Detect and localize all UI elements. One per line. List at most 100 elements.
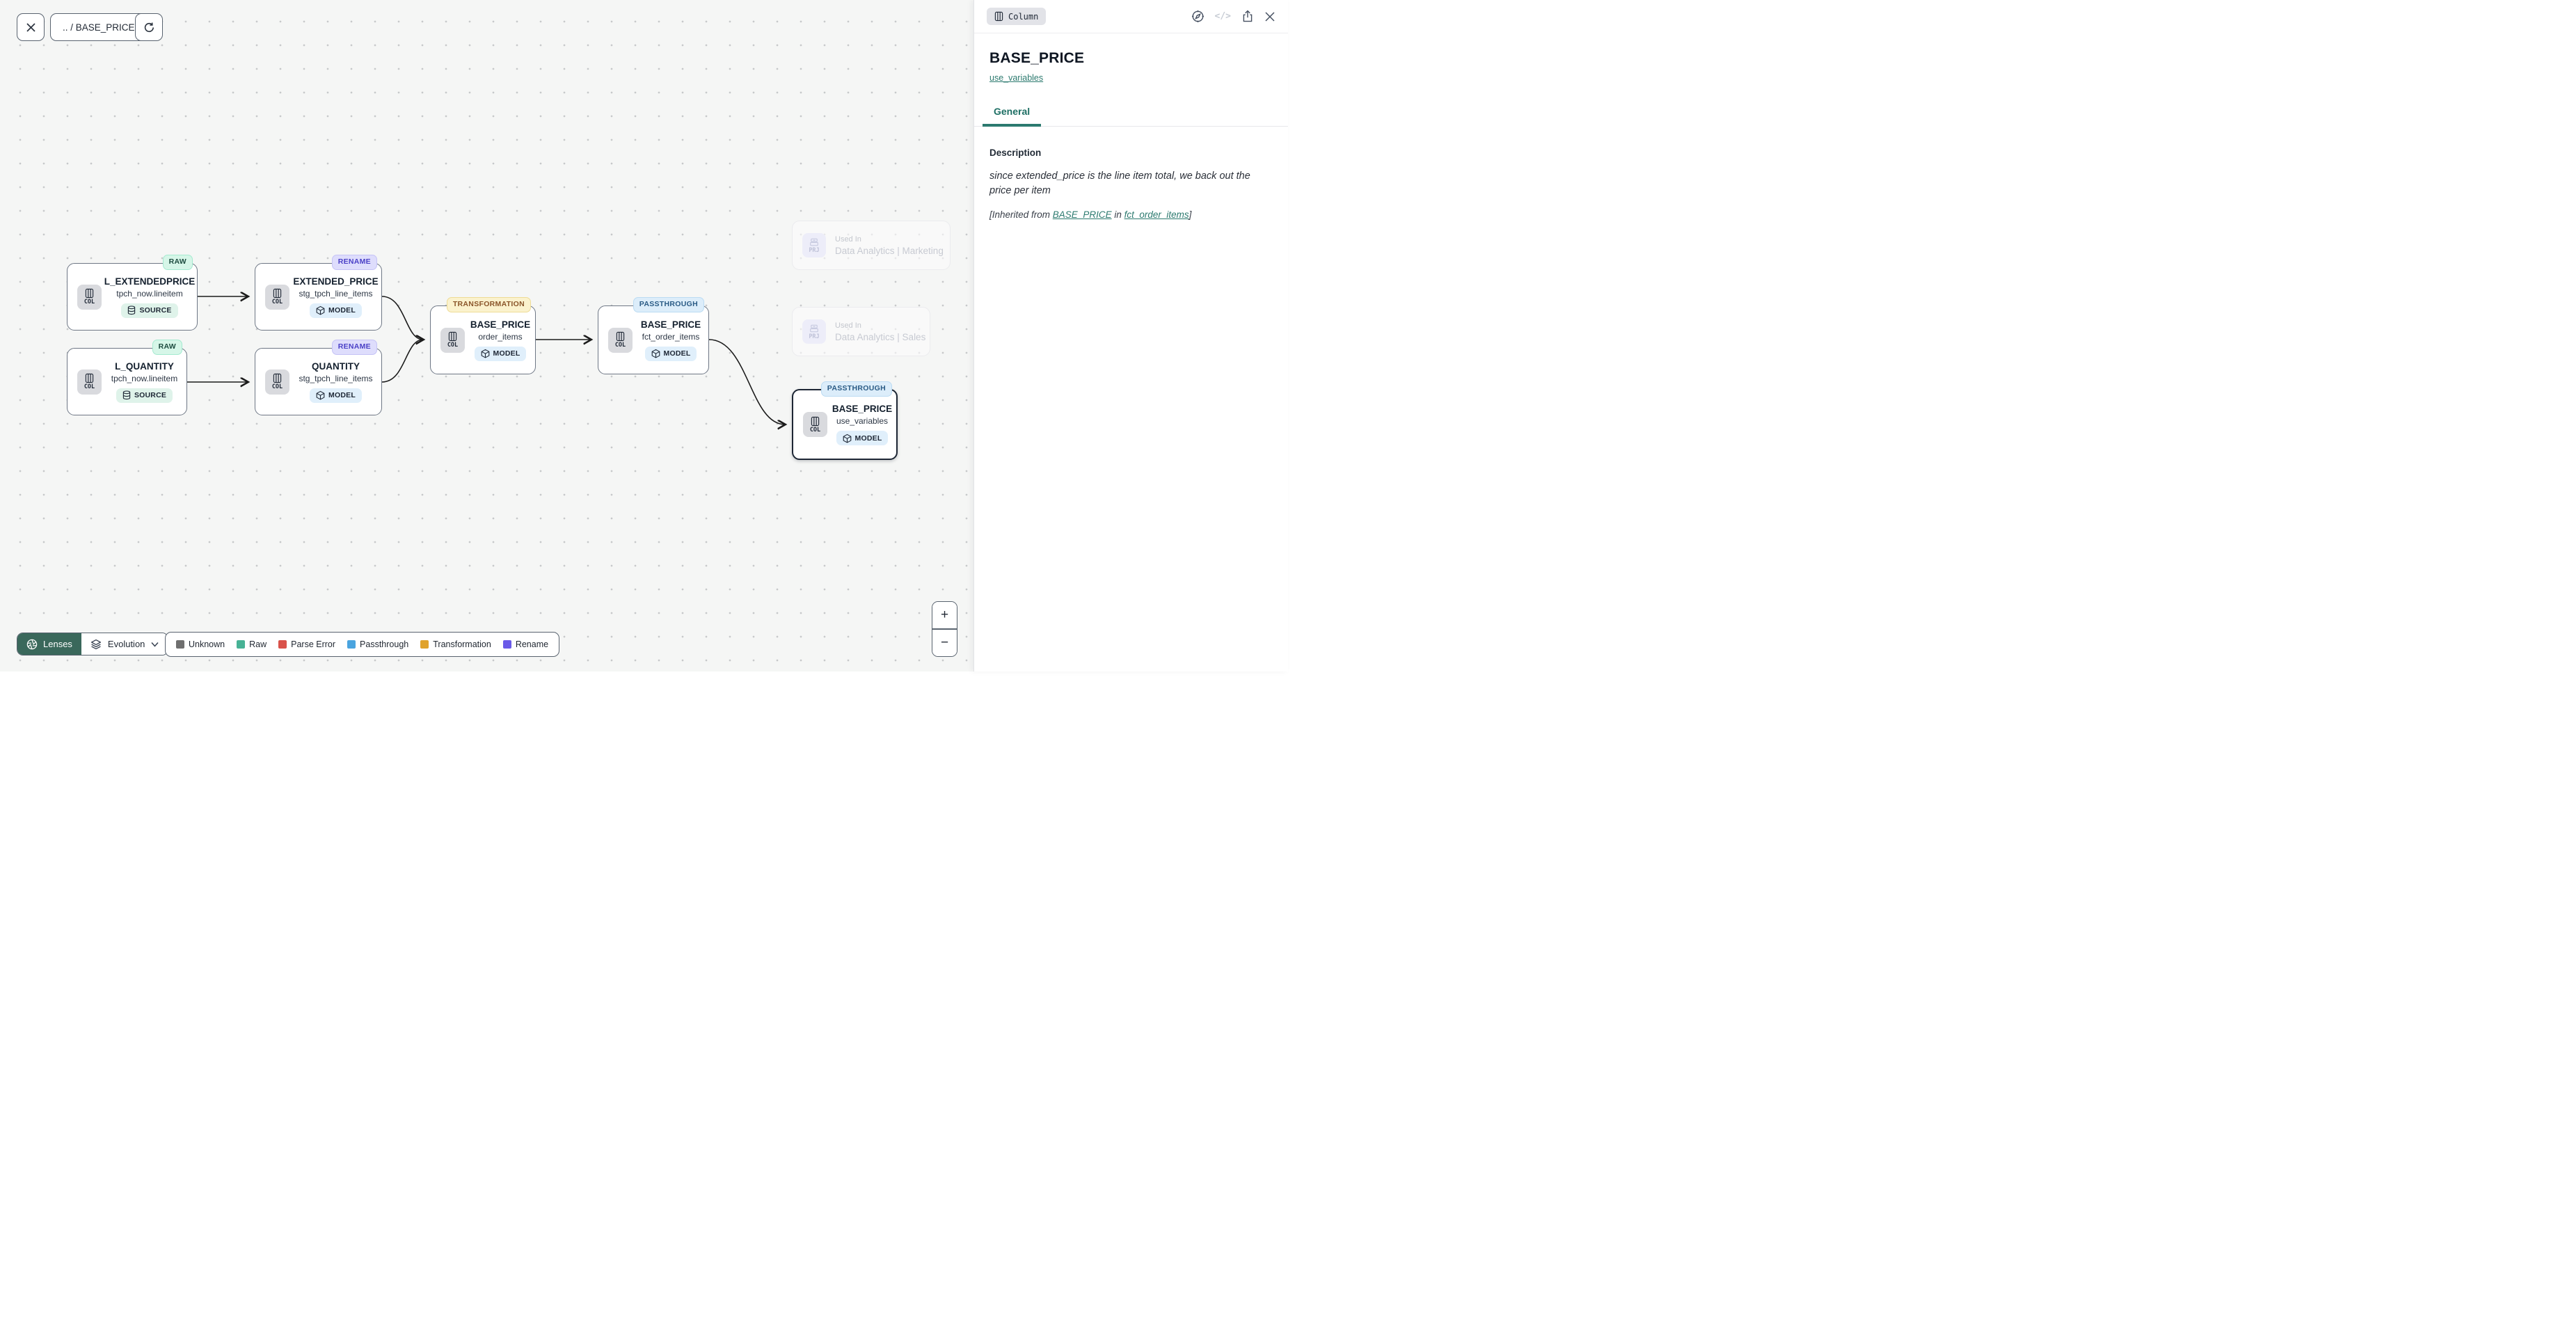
column-icon (994, 11, 1003, 22)
node-title: QUANTITY (312, 360, 360, 372)
node-subtitle: stg_tpch_line_items (299, 373, 373, 383)
column-type-icon: COL (265, 369, 289, 395)
lenses-control: Lenses Evolution (17, 633, 169, 655)
model-chip: MODEL (310, 303, 362, 318)
description-text: since extended_price is the line item to… (989, 170, 1250, 197)
legend-swatch (347, 640, 356, 649)
page-title: BASE_PRICE (989, 50, 1085, 66)
lens-badge: TRANSFORMATION (446, 297, 531, 312)
legend-label: Rename (515, 639, 549, 649)
details-panel-header: Column </> (974, 0, 1288, 33)
share-button[interactable] (1241, 10, 1254, 23)
cube-icon (651, 349, 660, 358)
inherited-suffix: ] (1188, 209, 1192, 221)
chip-label: MODEL (493, 349, 520, 358)
database-icon (122, 390, 131, 400)
cube-icon (316, 390, 325, 400)
node-subtitle: tpch_now.lineitem (111, 373, 178, 383)
lens-badge: PASSTHROUGH (633, 297, 704, 312)
ghost-title: Data Analytics | Sales (835, 331, 926, 342)
lens-selector[interactable]: Evolution (81, 633, 168, 655)
column-icon (448, 332, 457, 342)
share-icon (1243, 10, 1253, 22)
cube-icon (316, 305, 325, 315)
chevron-down-icon (151, 642, 159, 647)
zoom-in-button[interactable]: + (932, 602, 957, 628)
refresh-button[interactable] (135, 13, 163, 41)
close-lineage-button[interactable] (17, 13, 45, 41)
project-type-icon: PRJ (802, 319, 826, 344)
entity-type-label: Column (1008, 11, 1039, 22)
source-chip: SOURCE (116, 388, 173, 403)
source-chip: SOURCE (121, 303, 178, 318)
cube-icon (481, 349, 489, 358)
layers-icon (90, 639, 101, 649)
compass-icon (1191, 10, 1204, 22)
model-chip: MODEL (644, 346, 697, 361)
node-subtitle: use_variables (836, 416, 889, 426)
inherited-prefix: [Inherited from (989, 209, 1053, 221)
chip-label: MODEL (328, 391, 356, 399)
ghost-used-in-label: Used In (835, 321, 861, 330)
model-chip: MODEL (310, 388, 362, 403)
breadcrumb[interactable]: .. / BASE_PRICE (50, 13, 148, 41)
legend-item-passthrough: Passthrough (347, 639, 408, 649)
close-panel-button[interactable] (1264, 11, 1275, 22)
code-icon[interactable]: </> (1214, 11, 1231, 22)
column-type-icon: COL (440, 327, 465, 353)
tab-general[interactable]: General (983, 100, 1042, 127)
legend-item-rename: Rename (502, 639, 549, 649)
inherited-column-link[interactable]: BASE_PRICE (1052, 209, 1112, 221)
legend-item-parse-error: Parse Error (278, 639, 335, 649)
column-type-icon: COL (608, 327, 633, 353)
close-icon (1265, 11, 1275, 22)
node-title: EXTENDED_PRICE (293, 276, 379, 287)
project-icon (810, 324, 818, 332)
node-subtitle: fct_order_items (642, 331, 700, 342)
inherited-note: [Inherited from BASE_PRICE in fct_order_… (989, 209, 1273, 220)
chip-label: MODEL (663, 349, 691, 358)
column-icon (273, 374, 282, 383)
node-title: L_QUANTITY (115, 360, 174, 372)
entity-type-badge: Column (987, 8, 1047, 25)
legend-swatch (420, 640, 429, 649)
close-icon (26, 22, 35, 32)
column-type-icon: COL (265, 284, 289, 310)
lens-badge: RENAME (331, 340, 377, 355)
legend-swatch (237, 640, 246, 649)
refresh-icon (144, 22, 154, 32)
project-type-icon: PRJ (802, 233, 826, 257)
legend-item-transformation: Transformation (420, 639, 491, 649)
column-icon (273, 289, 282, 299)
column-type-icon: COL (77, 369, 102, 395)
chip-label: SOURCE (139, 306, 172, 315)
explore-lineage-button[interactable] (1191, 10, 1204, 23)
cube-icon (843, 434, 851, 443)
lens-badge: PASSTHROUGH (820, 381, 892, 397)
column-icon (616, 332, 625, 342)
column-icon (811, 416, 820, 426)
inherited-model-link[interactable]: fct_order_items (1124, 209, 1189, 221)
model-link[interactable]: use_variables (989, 73, 1044, 83)
chip-label: MODEL (854, 434, 882, 443)
column-type-icon: COL (77, 284, 102, 310)
zoom-out-button[interactable]: − (932, 629, 957, 656)
node-title: BASE_PRICE (640, 319, 701, 330)
lenses-button[interactable]: Lenses (17, 633, 81, 655)
